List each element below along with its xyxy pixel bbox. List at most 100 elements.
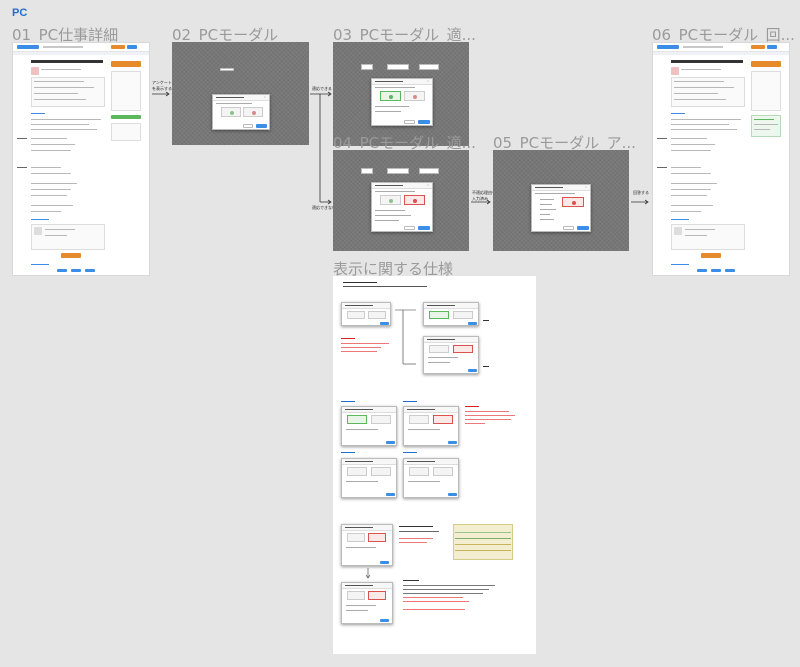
share-button[interactable] [57,269,67,272]
text-line [671,119,741,121]
frame-title-04: 04_PCモーダル_適... [333,134,476,152]
text-line [45,229,75,231]
close-icon[interactable]: × [585,185,587,189]
question-line [375,191,415,193]
submit-button[interactable] [577,226,589,230]
apply-button-bottom[interactable] [701,253,721,258]
apply-button-bottom[interactable] [61,253,81,258]
share-button[interactable] [85,269,95,272]
text-line [674,93,718,95]
cancel-button[interactable] [243,124,253,128]
logo [657,45,679,49]
text-line [685,229,715,231]
header-action [127,45,137,49]
spec-red-note [403,597,463,599]
reason-line [375,220,399,222]
survey-modal[interactable]: × [531,184,591,232]
spec-red-note [465,423,485,425]
followup-line [375,111,401,113]
text-line [754,129,770,131]
choice-yes-selected[interactable] [380,91,401,101]
client-box [671,224,745,250]
choice-no-selected[interactable] [404,195,425,205]
reason-line [375,215,411,217]
frame-06-pc-modal-answered[interactable] [652,42,790,276]
text-line [31,183,77,185]
text-line [31,138,67,140]
text-line [671,167,701,169]
text-line [685,235,707,237]
submit-button[interactable] [256,124,267,128]
option-line [540,209,556,211]
survey-modal[interactable]: × [212,94,270,130]
spec-red-note [403,601,469,603]
text-line [31,119,101,121]
frame-04-pc-modal-not-applicable[interactable]: × [333,150,469,251]
cancel-button[interactable] [404,226,415,230]
text-line [31,173,71,175]
frame-title-02: 02_PCモーダル [172,26,279,44]
spec-red-note [399,542,427,544]
frame-03-pc-modal-applicable[interactable]: × [333,42,469,146]
text-line [674,87,734,89]
frame-title-03: 03_PCモーダル_適... [333,26,476,44]
spec-heading-line [343,282,377,284]
spec-blue-label [341,401,355,403]
submit-button[interactable] [418,226,430,230]
page-subbar [653,52,789,55]
frame-05-pc-modal-survey[interactable]: × [493,150,629,251]
text-line [671,189,711,191]
spec-modal-preview [341,302,391,326]
spec-note-line [403,585,495,587]
choice-no[interactable] [243,107,263,117]
choice-no-selected[interactable] [562,197,584,207]
smile-icon [389,199,393,203]
spec-blue-label [403,401,417,403]
followup-line [375,106,409,108]
text-line [31,189,71,191]
spec-modal-state [341,406,397,446]
avatar [671,67,679,75]
survey-modal[interactable]: × [371,182,433,232]
spec-modal-state [403,406,459,446]
apply-button[interactable] [751,61,781,67]
submit-button[interactable] [418,120,430,124]
frame-02-pc-modal[interactable]: × [172,42,309,145]
section-label: PC [12,7,28,19]
frame-01-pc-job-detail[interactable] [12,42,150,276]
survey-modal[interactable]: × [371,78,433,126]
close-icon[interactable]: × [427,79,429,83]
label-line [657,138,667,140]
sidebar-box [111,71,141,111]
text-line [31,150,71,152]
choice-yes[interactable] [221,107,241,117]
spec-note-line [399,526,433,528]
arrow-right-icon [471,199,491,205]
text-line [34,81,84,83]
close-icon[interactable]: × [427,183,429,187]
share-button[interactable] [725,269,735,272]
share-button[interactable] [711,269,721,272]
frame-display-spec-doc[interactable] [333,276,536,654]
choice-yes[interactable] [380,195,401,205]
cancel-button[interactable] [404,120,415,124]
arrow-label-not-applicable: 適応できない [312,205,336,210]
apply-button[interactable] [111,61,141,67]
header-action [751,45,765,49]
choice-no[interactable] [404,91,425,101]
share-button[interactable] [71,269,81,272]
text-line [31,167,61,169]
spec-note-line [483,320,489,322]
client-avatar [34,227,42,235]
text-line [754,124,778,126]
sidebar-green-button[interactable] [111,115,141,119]
frown-icon [413,95,417,99]
cancel-button[interactable] [563,226,574,230]
header-action [767,45,777,49]
answered-notice-box [751,115,781,137]
close-icon[interactable]: × [264,95,266,99]
share-button[interactable] [697,269,707,272]
avatar [31,67,39,75]
option-line [540,214,550,216]
header-nav [683,46,723,48]
